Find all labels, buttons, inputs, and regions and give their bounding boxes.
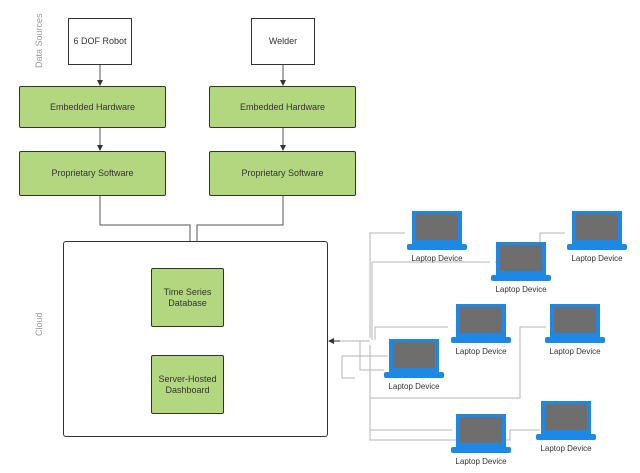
laptop-device: Laptop Device: [402, 210, 472, 270]
laptop-icon: [407, 211, 467, 250]
laptop-device: Laptop Device: [446, 413, 516, 473]
laptop-label: Laptop Device: [388, 382, 440, 391]
laptop-label: Laptop Device: [455, 457, 507, 466]
laptop-icon: [451, 414, 511, 453]
laptop-icon: [384, 339, 444, 378]
robot-label: 6 DOF Robot: [73, 36, 127, 46]
robot-box: 6 DOF Robot: [68, 18, 132, 65]
laptop-label: Laptop Device: [571, 254, 623, 263]
welder-label: Welder: [268, 36, 298, 46]
laptop-label: Laptop Device: [411, 254, 463, 263]
proprietary-software-left: Proprietary Software: [19, 151, 166, 196]
proprietary-software-right-label: Proprietary Software: [241, 168, 324, 178]
tsdb-label: Time Series Database: [163, 286, 212, 308]
embedded-hardware-right-label: Embedded Hardware: [239, 101, 326, 112]
laptop-icon: [545, 304, 605, 343]
laptop-label: Laptop Device: [495, 285, 547, 294]
laptop-icon: [451, 304, 511, 343]
server-hosted-dashboard: Server-Hosted Dashboard: [151, 355, 224, 414]
laptop-icon: [536, 401, 596, 440]
welder-box: Welder: [251, 18, 315, 65]
data-sources-label: Data Sources: [34, 13, 44, 68]
laptop-device: Laptop Device: [531, 400, 601, 460]
laptop-device: Laptop Device: [562, 210, 632, 270]
embedded-hardware-right: Embedded Hardware: [209, 86, 356, 128]
laptop-label: Laptop Device: [549, 347, 601, 356]
cloud-label: Cloud: [34, 312, 44, 336]
proprietary-software-left-label: Proprietary Software: [51, 168, 134, 178]
laptop-icon: [567, 211, 627, 250]
embedded-hardware-left-label: Embedded Hardware: [49, 101, 136, 112]
proprietary-software-right: Proprietary Software: [209, 151, 356, 196]
embedded-hardware-left: Embedded Hardware: [19, 86, 166, 128]
laptop-device: Laptop Device: [379, 338, 449, 398]
laptop-device: Laptop Device: [540, 303, 610, 363]
laptop-device: Laptop Device: [446, 303, 516, 363]
laptop-label: Laptop Device: [540, 444, 592, 453]
laptop-device: Laptop Device: [486, 241, 556, 301]
time-series-database: Time Series Database: [151, 268, 224, 327]
laptop-icon: [491, 242, 551, 281]
dashboard-label: Server-Hosted Dashboard: [158, 373, 217, 395]
laptop-label: Laptop Device: [455, 347, 507, 356]
